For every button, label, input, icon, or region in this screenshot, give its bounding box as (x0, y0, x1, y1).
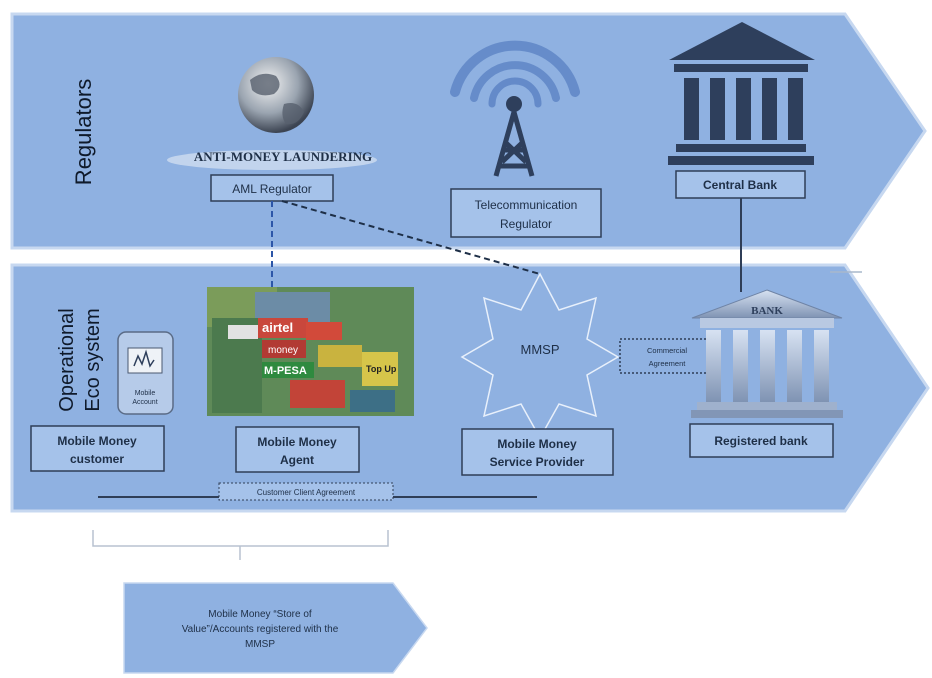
agent-label-line2: Agent (280, 453, 314, 467)
phone-caption-line1: Mobile (135, 390, 156, 397)
photo-sign-mpesa: M-PESA (264, 365, 307, 377)
registered-bank-label: Registered bank (714, 434, 808, 448)
operational-band-title-line1: Operational (56, 308, 78, 411)
provider-label-line2: Service Provider (490, 455, 585, 469)
central-bank-box (675, 170, 806, 199)
aml-to-mmsp-connector (281, 200, 541, 275)
store-of-value-line3: MMSP (245, 639, 275, 650)
commercial-agreement-line2: Agreement (649, 359, 687, 368)
agent-box (235, 426, 360, 473)
photo-sign-airtel: airtel (262, 320, 293, 335)
client-agreement-box (218, 482, 394, 501)
mmsp-label: MMSP (521, 342, 560, 357)
regulators-band-title: Regulators (71, 79, 96, 185)
telecom-label-line1: Telecommunication (475, 198, 578, 212)
aml-regulator-label: AML Regulator (232, 182, 312, 196)
provider-box (461, 428, 614, 476)
photo-sign-topup: Top Up (366, 364, 397, 374)
globe-icon (167, 57, 377, 170)
operational-band-title-line2: Eco system (82, 308, 104, 411)
agent-label-line1: Mobile Money (257, 435, 337, 449)
accounts-bracket (92, 530, 389, 560)
provider-label-line1: Mobile Money (497, 437, 577, 451)
commercial-agreement-line1: Commercial (647, 346, 687, 355)
bank-building-icon (691, 289, 843, 418)
photo-sign-money: money (268, 345, 298, 356)
bank-sign-text: BANK (751, 305, 783, 317)
customer-label-line2: customer (70, 452, 124, 466)
telecom-label-line2: Regulator (500, 217, 552, 231)
tower-icon (493, 96, 535, 177)
store-of-value-line1: Mobile Money “Store of (208, 609, 312, 620)
agent-photo (207, 287, 414, 416)
store-of-value-line2: Value”/Accounts registered with the (182, 624, 339, 635)
customer-box (30, 425, 165, 472)
phone-icon (117, 331, 174, 415)
antenna-icon (450, 40, 580, 108)
customer-label-line1: Mobile Money (57, 434, 137, 448)
telecom-regulator-box (450, 188, 602, 238)
phone-caption-line2: Account (132, 399, 157, 406)
store-of-value-shape (123, 582, 428, 674)
aml-banner-text: ANTI-MONEY LAUNDERING (194, 149, 372, 164)
central-bank-icon (668, 22, 815, 165)
client-agreement-label: Customer Client Agreement (257, 488, 356, 497)
central-bank-label: Central Bank (703, 178, 777, 192)
registered-bank-box (689, 423, 834, 458)
